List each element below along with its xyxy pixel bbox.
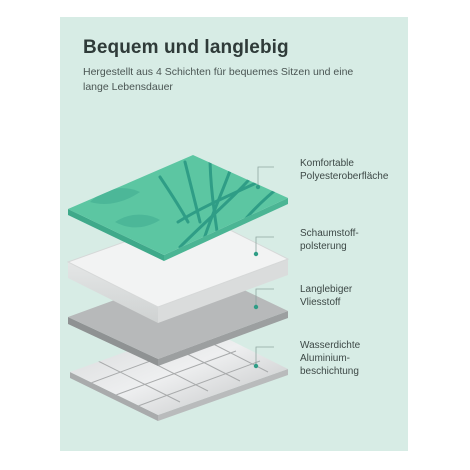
- page-title: Bequem und langlebig: [83, 37, 289, 58]
- label-foam-padding: Schaumstoff- polsterung: [300, 228, 359, 252]
- page-subtitle: Hergestellt aus 4 Schichten für bequemes…: [83, 66, 354, 93]
- product-info-panel: Bequem und langlebig Hergestellt aus 4 S…: [60, 17, 408, 451]
- layer-illustration: [66, 155, 290, 421]
- label-fleece: Langlebiger Vliesstoff: [300, 284, 353, 308]
- label-polyester-surface: Komfortable Polyesteroberfläche: [300, 158, 389, 182]
- label-aluminium-coating: Wasserdichte Aluminium- beschichtung: [300, 340, 361, 377]
- callout-lines: [255, 166, 274, 366]
- callout-dots: [253, 184, 261, 369]
- foam-layer: [66, 214, 290, 323]
